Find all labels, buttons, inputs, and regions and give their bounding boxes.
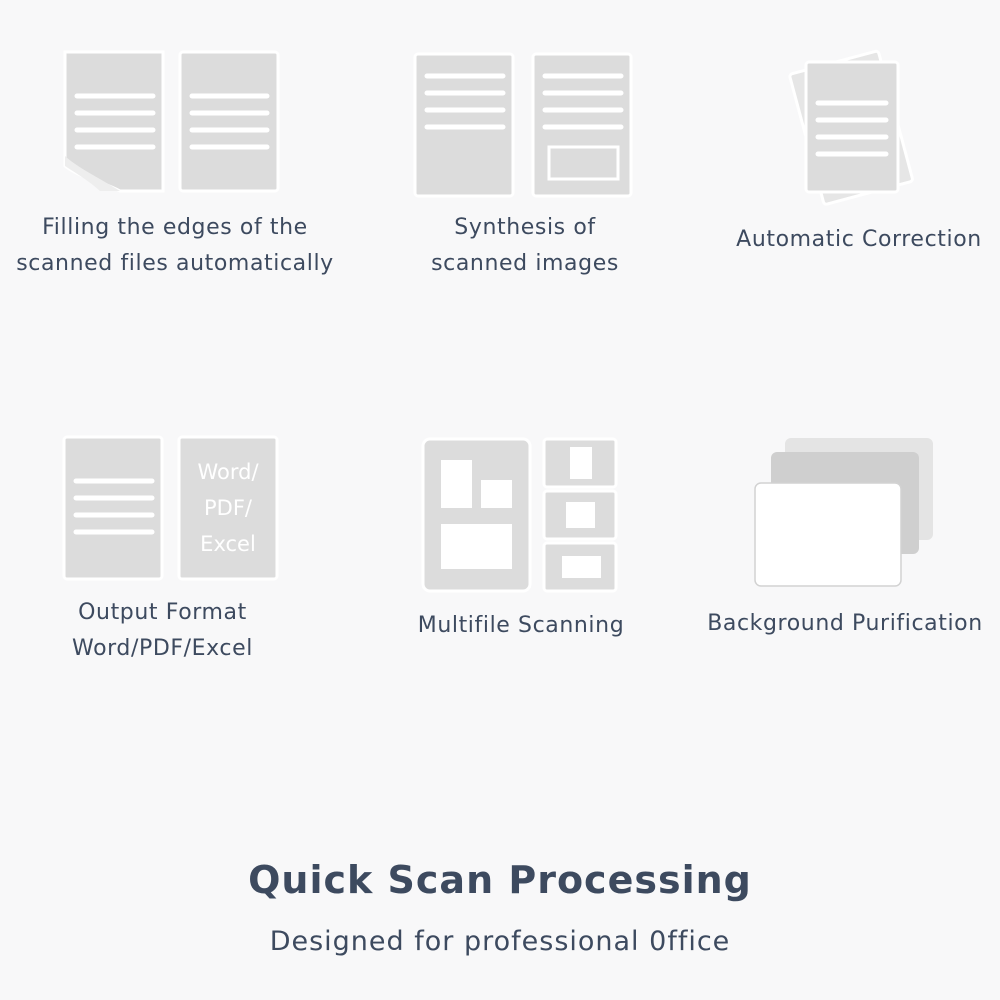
feature-label: Background Purification — [707, 611, 983, 636]
stacked-document-icon — [788, 49, 914, 206]
feature-label: Synthesis of scanned images — [431, 215, 619, 276]
layered-cards-icon — [754, 438, 933, 587]
multi-page-layout-icon — [421, 437, 618, 593]
feature-label: Multifile Scanning — [417, 613, 625, 638]
document-pair-icon — [63, 50, 280, 193]
format-line: Word/ — [197, 460, 259, 484]
format-line: Excel — [200, 532, 256, 556]
document-with-image-icon — [413, 52, 633, 198]
format-line: PDF/ — [204, 496, 253, 520]
headline: Quick Scan Processing — [248, 858, 752, 902]
feature-label: Automatic Correction — [736, 227, 982, 252]
format-convert-icon: Word/ PDF/ Excel — [62, 435, 279, 581]
feature-label: Filling the edges of the scanned files a… — [16, 215, 334, 276]
subline: Designed for professional 0ffice — [269, 926, 731, 957]
feature-label: Output Format Word/PDF/Excel — [72, 600, 253, 661]
